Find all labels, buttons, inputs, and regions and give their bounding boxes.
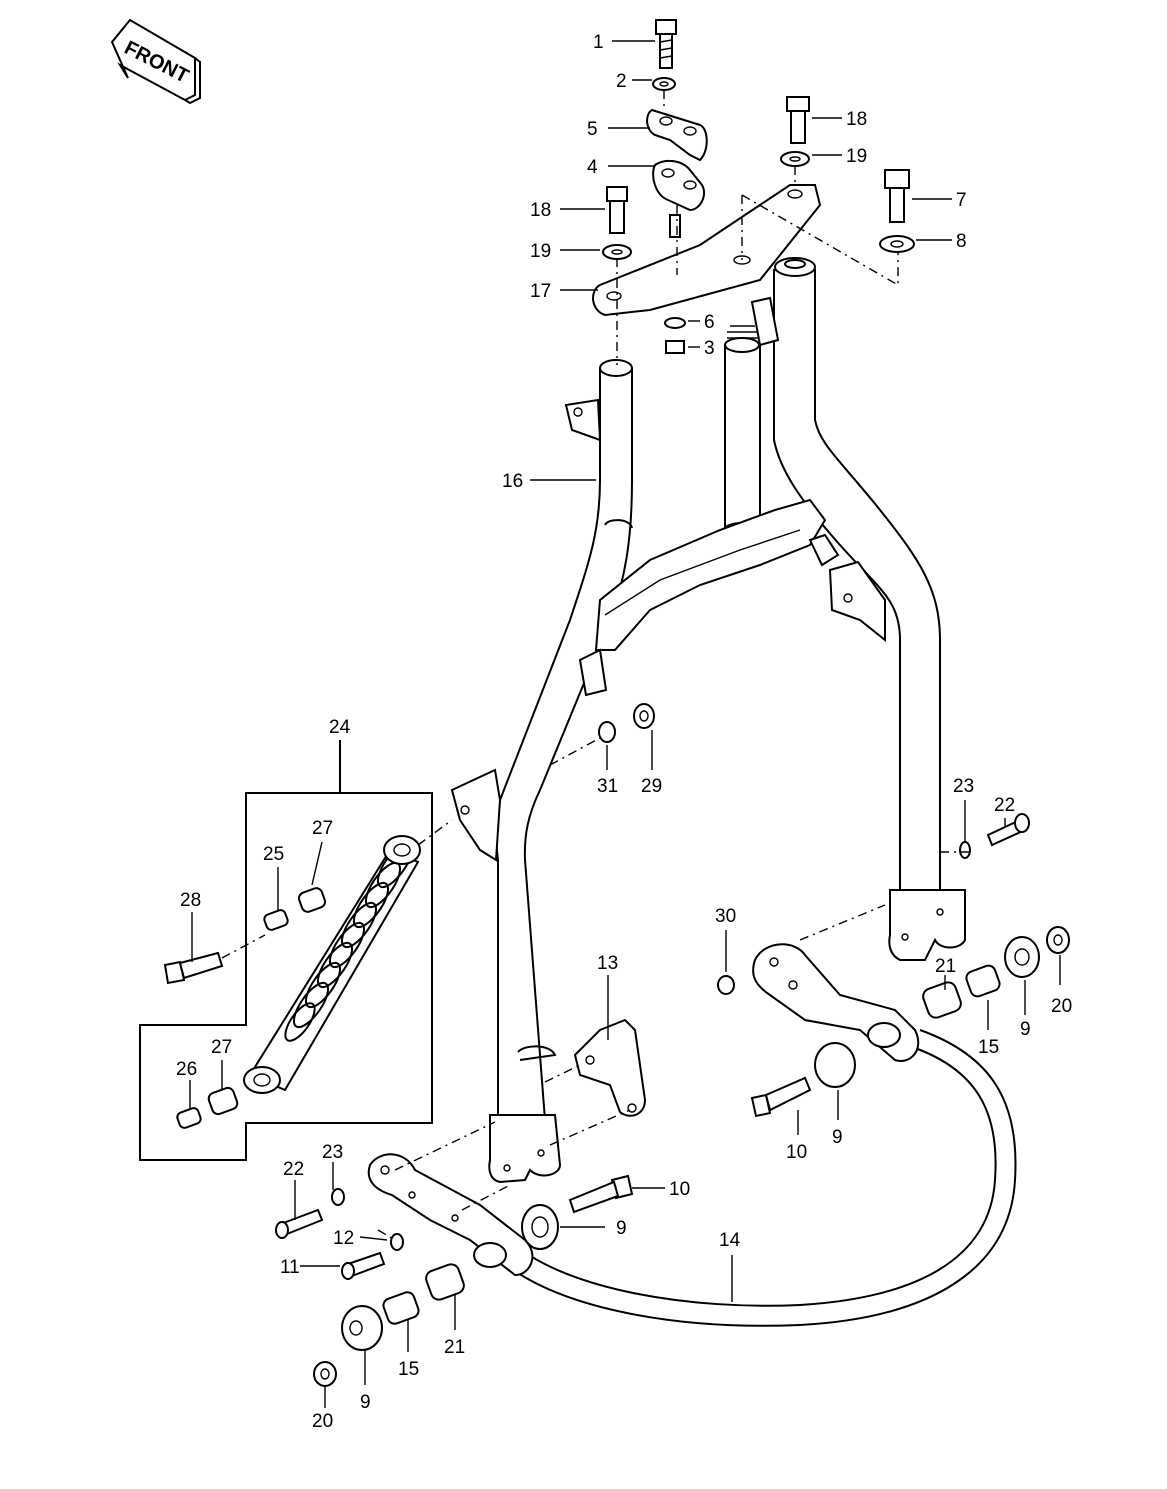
callout-30: 30: [715, 906, 736, 927]
callout-19: 19: [530, 241, 551, 262]
callout-27: 27: [312, 818, 333, 839]
callout-10: 10: [786, 1142, 807, 1163]
callout-15: 15: [398, 1359, 419, 1380]
callout-11: 11: [280, 1257, 300, 1278]
callout-22: 22: [994, 795, 1015, 816]
callout-8: 8: [956, 231, 967, 252]
callout-22: 22: [283, 1159, 304, 1180]
front-frame: [450, 257, 966, 1184]
callout-24: 24: [329, 717, 351, 738]
callout-2: 2: [616, 71, 627, 92]
callout-21: 21: [935, 956, 956, 977]
callout-14: 14: [719, 1230, 741, 1251]
callout-3: 3: [704, 338, 715, 359]
callout-27: 27: [211, 1037, 232, 1058]
callout-20: 20: [1051, 996, 1072, 1017]
callout-9: 9: [616, 1218, 627, 1239]
swing-arm-assembly: [275, 703, 1070, 1387]
callout-19: 19: [846, 146, 867, 167]
callout-labels: 1 2 5 4 18 19 17 6 3 18 19 7 8 16 24 31 …: [176, 32, 1072, 1432]
front-arrow-icon: FRONT: [110, 18, 201, 105]
callout-9: 9: [1020, 1019, 1031, 1040]
callout-26: 26: [176, 1059, 197, 1080]
assembly-lines: [221, 90, 972, 1241]
callout-10: 10: [669, 1179, 690, 1200]
shock-absorber-kit: [139, 740, 433, 1161]
callout-5: 5: [587, 119, 598, 140]
callout-9: 9: [832, 1127, 843, 1148]
callout-15: 15: [978, 1037, 999, 1058]
callout-28: 28: [180, 890, 201, 911]
top-bracket-assembly: [592, 19, 915, 354]
callout-31: 31: [597, 776, 618, 797]
callout-9: 9: [360, 1392, 371, 1413]
callout-7: 7: [956, 190, 967, 211]
callout-13: 13: [597, 953, 618, 974]
callout-20: 20: [312, 1411, 333, 1432]
callout-leaders: [189, 40, 1061, 1408]
callout-23: 23: [322, 1142, 343, 1163]
callout-23: 23: [953, 776, 974, 797]
callout-18: 18: [530, 200, 551, 221]
callout-18: 18: [846, 109, 867, 130]
callout-6: 6: [704, 312, 715, 333]
callout-29: 29: [641, 776, 662, 797]
callout-16: 16: [502, 471, 523, 492]
callout-4: 4: [587, 157, 598, 178]
callout-25: 25: [263, 844, 284, 865]
callout-1: 1: [593, 32, 604, 53]
callout-12: 12: [333, 1228, 354, 1249]
callout-17: 17: [530, 281, 551, 302]
callout-21: 21: [444, 1337, 465, 1358]
